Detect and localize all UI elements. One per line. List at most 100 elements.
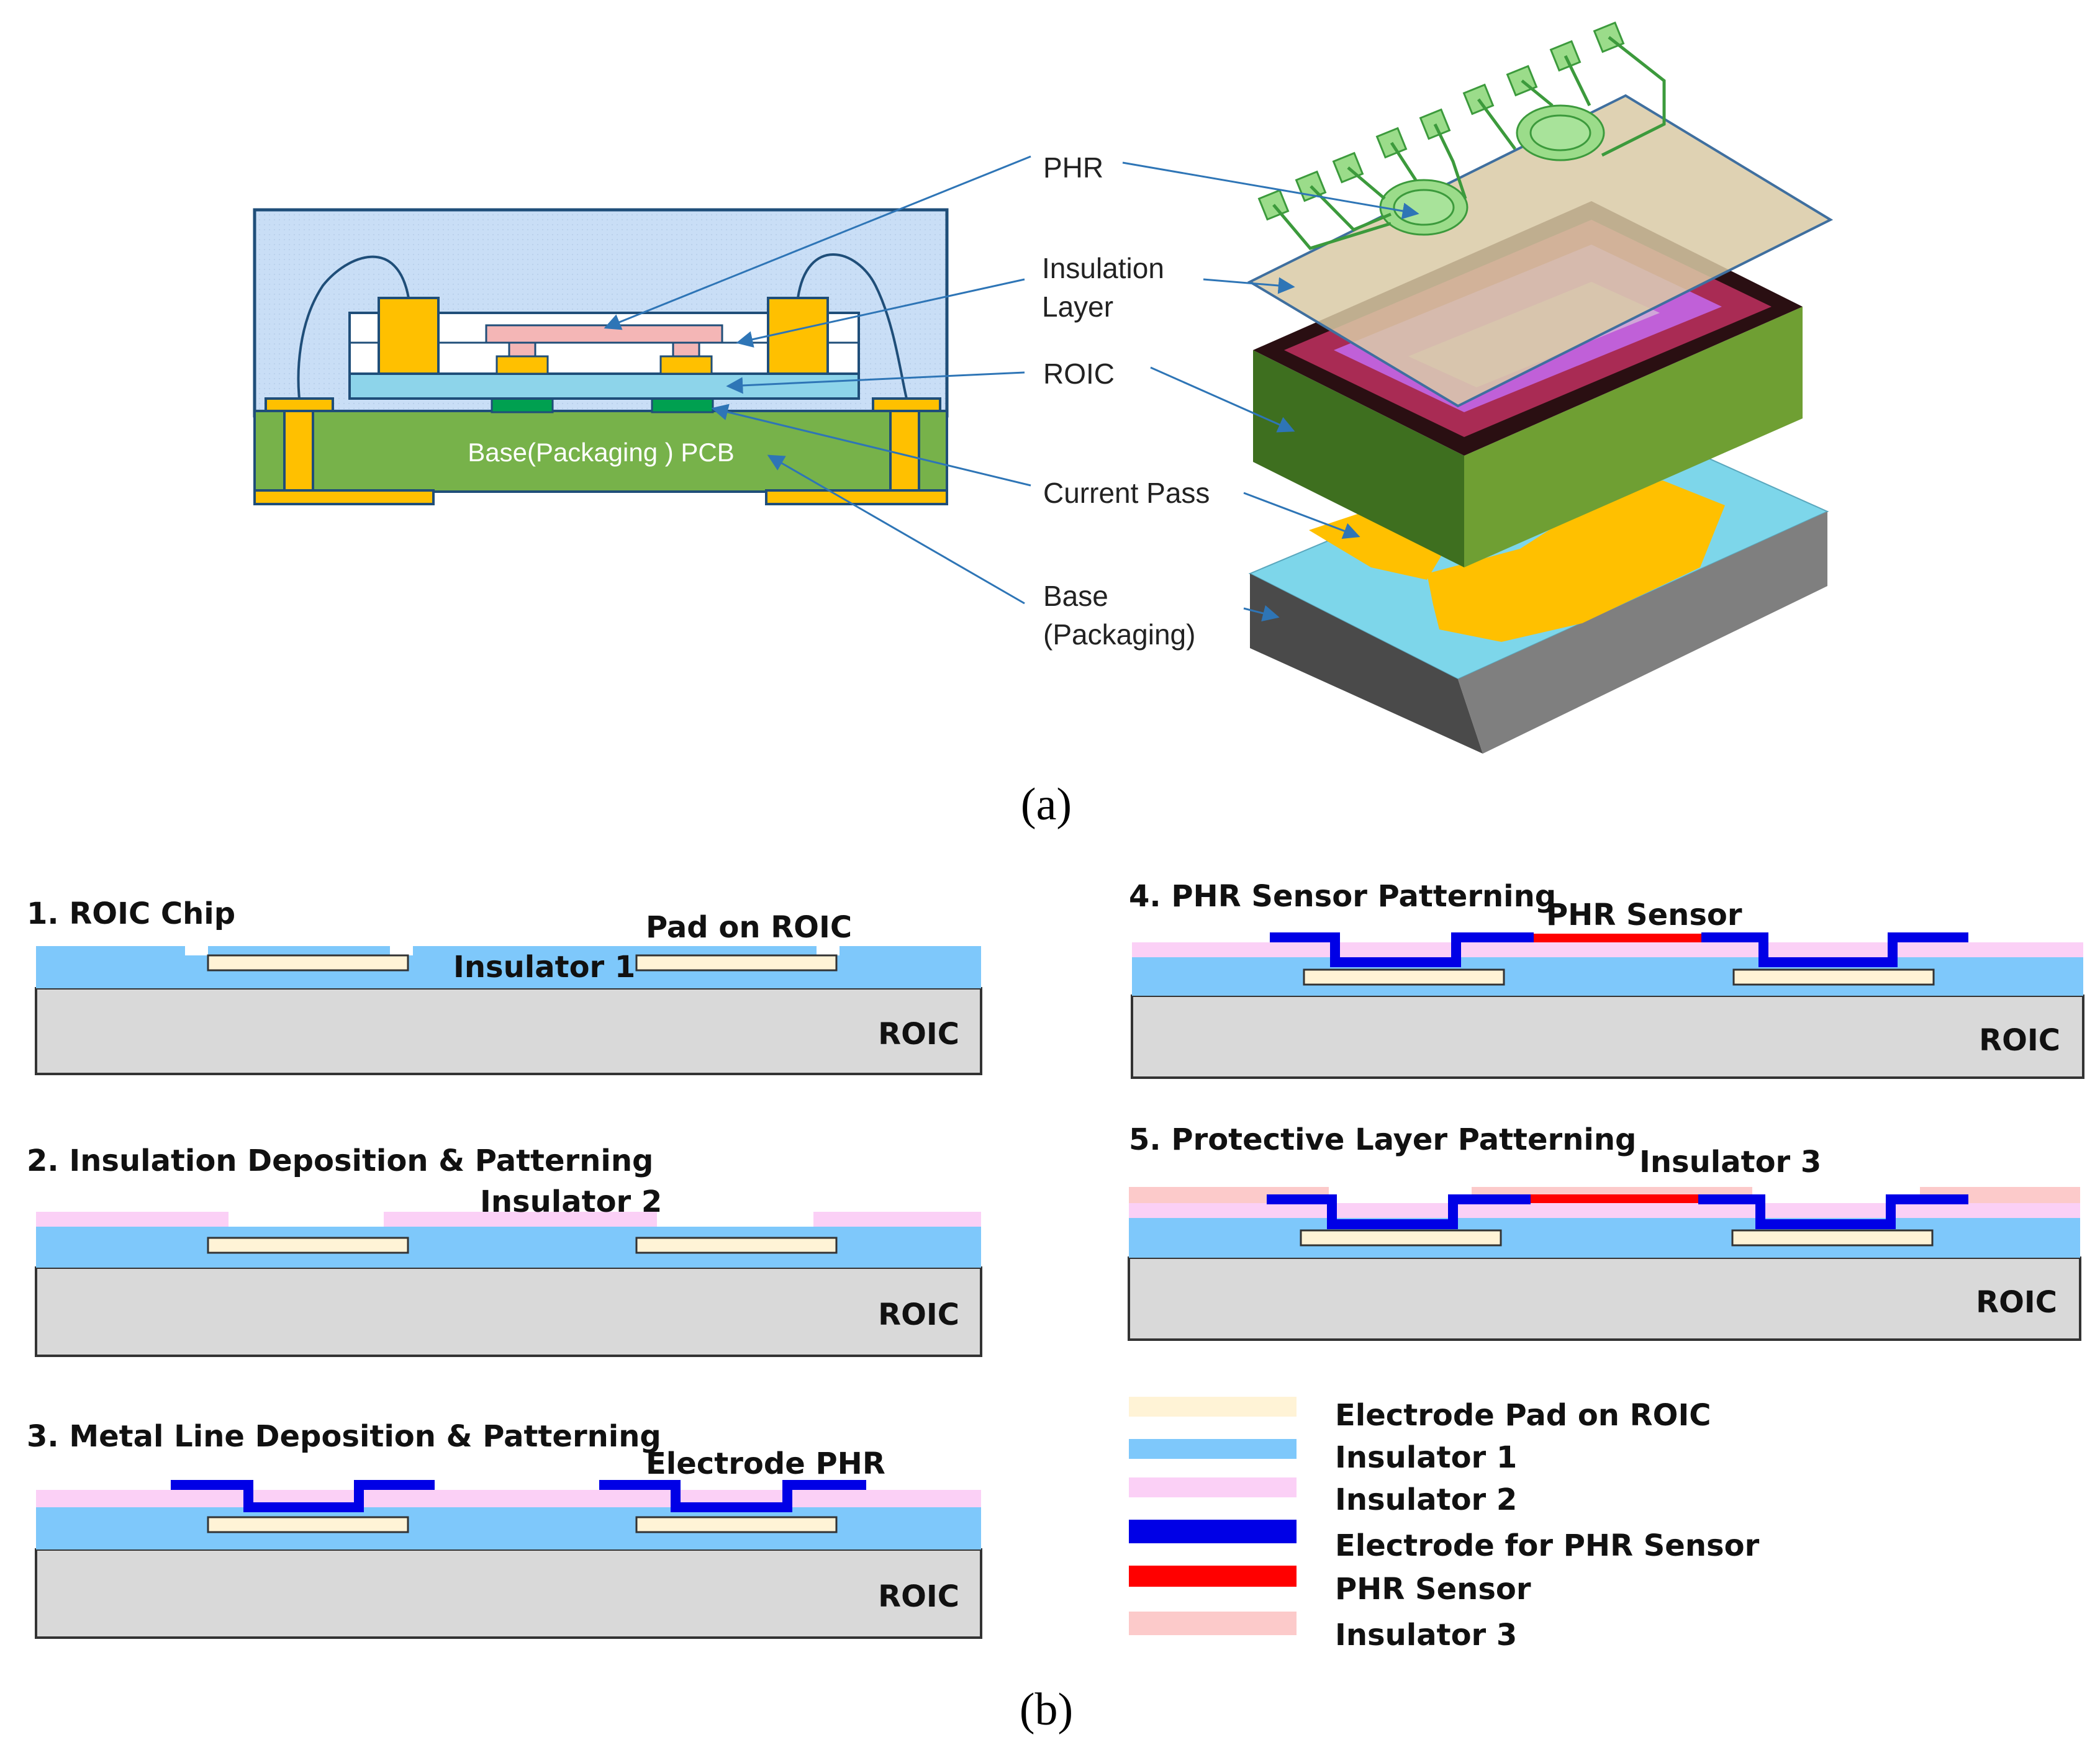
caption-a: (a) [1021,779,1072,830]
legend-swatch-insulator-1 [1129,1439,1297,1459]
step-4-pad-right [1732,968,1935,986]
step-5-roic-label: ROIC [1976,1285,2057,1320]
caption-b: (b) [1020,1684,1073,1735]
step-4-annotation: PHR Sensor [1546,898,1742,932]
label-insulation-2: Layer [1042,291,1113,323]
label-current-pass: Current Pass [1043,477,1210,509]
step-2-insulator-2 [36,1212,981,1227]
bond-wire-right [797,253,908,399]
step-4-phr-sensor [1487,934,1740,942]
leader-roic-left [726,371,1025,394]
phr-element [485,324,723,344]
label-roic: ROIC [1043,358,1115,390]
leader-base-right [1243,605,1280,622]
legend-label-insulator-1: Insulator 1 [1335,1440,1517,1475]
step-5-phr-sensor [1487,1194,1740,1203]
bond-pad-left [378,297,440,375]
leader-current-pass-right [1243,492,1360,539]
package-cross-section: Base(Packaging ) PCB [253,208,949,505]
step-1-roic [35,987,982,1075]
step-5: 5. Protective Layer Patterning ROIC Insu… [1128,1122,2081,1341]
step-5-electrode-right [1698,1194,1968,1229]
legend-label-electrode-phr: Electrode for PHR Sensor [1335,1528,1760,1563]
leader-current-pass-left [711,404,1031,487]
leader-insulation-right [1203,277,1295,294]
step-3-roic [35,1548,982,1639]
step-1-roic-label: ROIC [878,1017,959,1052]
contact-via-left [508,341,536,358]
step-2-annotation: Insulator 2 [480,1184,662,1219]
insulation-sheet [1247,94,1834,408]
step-4-roic-label: ROIC [1979,1023,2060,1058]
step-3-pad-left [207,1516,409,1533]
step-4-pad-left [1303,968,1505,986]
contact-pad-right [659,355,713,375]
legend-swatch-insulator-2 [1129,1477,1297,1497]
step-5-roic [1128,1256,2081,1341]
step-1: 1. ROIC Chip ROIC Pad on ROIC Insulator … [27,896,982,1075]
step-3-title: 3. Metal Line Deposition & Patterning [27,1419,661,1454]
leader-phr-right [1122,161,1419,220]
step-5-electrode-left [1267,1194,1531,1229]
current-pass-pad-right [651,397,714,413]
phr-ring-inner-2 [1529,114,1591,151]
step-4-electrode-right [1701,932,1968,967]
step-3-pad-right [635,1516,838,1533]
step-5-insulator-1 [1129,1218,2080,1258]
step-3-roic-label: ROIC [878,1579,959,1614]
step-4-insulator-1 [1132,957,2083,996]
phr-ring-inner-1 [1393,189,1455,226]
legend-label-insulator-2: Insulator 2 [1335,1482,1517,1517]
step-4-electrode-left [1270,932,1534,967]
top-pad-left [265,397,334,412]
base-left-face [1250,574,1483,754]
step-5-title: 5. Protective Layer Patterning [1129,1122,1636,1157]
top-pad-right [872,397,941,412]
step-3-electrode-left [171,1480,435,1512]
current-pass-pad-left [491,397,554,413]
legend-label-insulator-3: Insulator 3 [1335,1618,1517,1653]
step-2-roic [35,1266,982,1357]
step-3: 3. Metal Line Deposition & Patterning RO… [27,1419,982,1639]
step-2: 2. Insulation Deposition & Patterning RO… [27,1143,982,1357]
roic-left-face [1253,350,1464,567]
roic-right-face [1464,307,1803,567]
step-3-insulator-2 [36,1490,981,1507]
bond-pad-right [767,297,829,375]
step-2-pad-left [207,1237,409,1254]
current-pass-trace-right [1427,480,1725,642]
label-insulation-1: Insulation [1042,252,1164,284]
bond-wire-left [297,255,410,399]
step-1-title: 1. ROIC Chip [27,896,235,931]
step-5-annotation: Insulator 3 [1639,1145,1821,1179]
step-5-pad-left [1300,1229,1502,1247]
roic-die [348,372,860,400]
leader-base-left [767,454,1025,605]
legend-swatch-phr-sensor [1129,1566,1297,1587]
base-right-face [1458,512,1827,754]
step-2-insulator-1 [36,1227,981,1268]
label-base-2: (Packaging) [1043,618,1195,651]
step-1-pad-right [635,954,838,972]
step-4: 4. PHR Sensor Patterning ROIC PHR Sensor [1129,879,2084,1079]
label-phr: PHR [1043,151,1103,184]
step-1-pad-left [207,954,409,972]
label-base-1: Base [1043,580,1108,612]
pcb-body [253,410,948,493]
callout-labels: PHR Insulation Layer ROIC Current Pass B… [1042,151,1210,651]
step-1-annotation: Pad on ROIC [646,910,852,945]
legend-swatch-electrode-pad [1129,1397,1297,1417]
step-3-insulator-1 [36,1507,981,1549]
step-4-title: 4. PHR Sensor Patterning [1129,879,1556,914]
contact-pad-left [496,355,549,375]
step-1-annotation-2: Insulator 1 [453,950,635,985]
step-2-pad-right [635,1237,838,1254]
via-right [889,410,920,492]
step-2-title: 2. Insulation Deposition & Patterning [27,1143,653,1178]
contact-via-right [672,341,700,358]
legend-label-electrode-pad: Electrode Pad on ROIC [1335,1398,1711,1433]
bottom-pad-right [765,489,948,505]
callout-leaders [604,155,1419,622]
step-3-annotation: Electrode PHR [646,1446,885,1481]
exploded-3d-view [1247,21,1834,754]
